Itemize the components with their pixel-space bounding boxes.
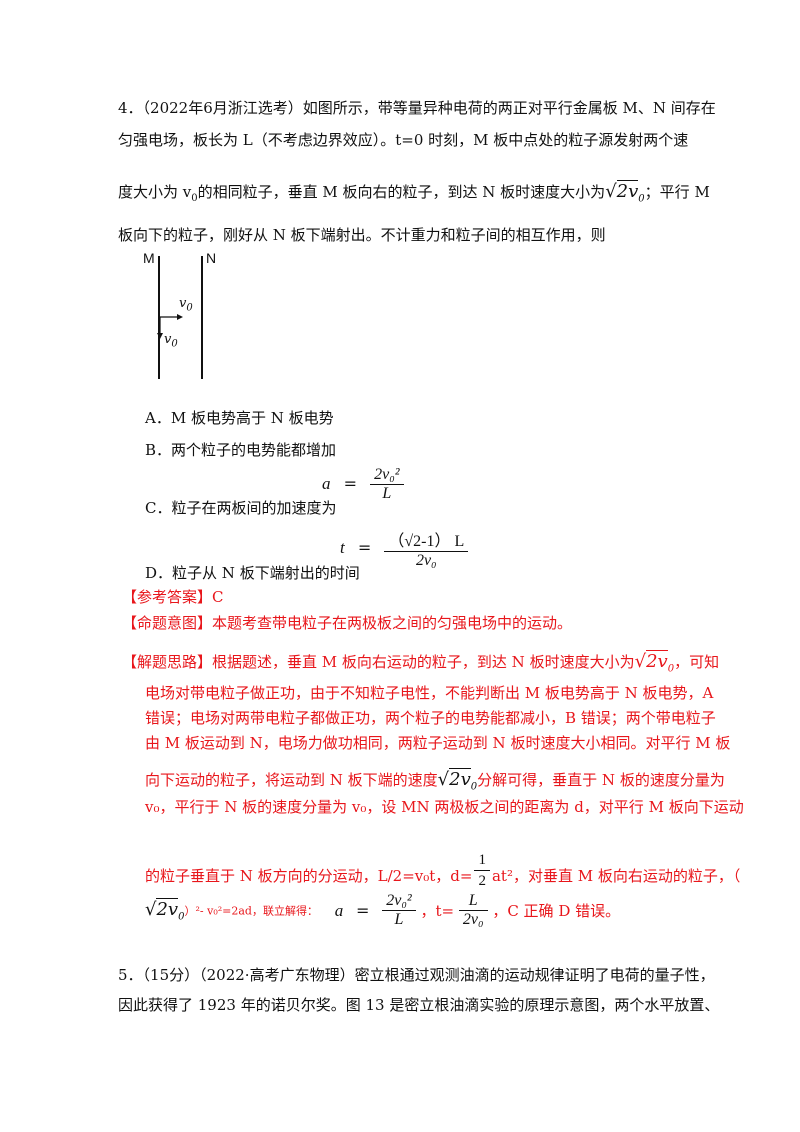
question-intent: 【命题意图】本题考查带电粒子在两极板之间的匀强电场中的运动。 [122, 614, 573, 632]
plate-m-label: M [143, 250, 155, 266]
option-c: C．粒子在两板间的加速度为 [145, 499, 337, 517]
plates-diagram: M N v0 v0 [140, 250, 230, 385]
solution-line-3: 错误；电场对两带电粒子都做正功，两个粒子的电势能都减小，B 错误；两个带电粒子 [145, 709, 716, 727]
sqrt2-v0-symbol: √2v0 [437, 768, 478, 793]
subscript: 0 [191, 193, 198, 204]
solution-line-2: 电场对带电粒子做正功，由于不知粒子电性，不能判断出 M 板电势高于 N 板电势，… [145, 684, 714, 702]
q5-stem-line-2: 因此获得了 1923 年的诺贝尔奖。图 13 是密立根油滴实验的原理示意图，两个… [118, 996, 720, 1014]
q4-stem-line-1: 4．（2022年6月浙江选考）如图所示，带等量异种电荷的两正对平行金属板 M、N… [118, 99, 716, 117]
arrow-down-head [157, 333, 163, 339]
solution-line-4: 由 M 板运动到 N，电场力做功相同，两粒子运动到 N 板时速度大小相同。对平行… [145, 734, 731, 752]
arrow-right-head [177, 314, 183, 320]
plates-svg [157, 256, 203, 379]
q4-stem-line-3: 度大小为 v0的相同粒子，垂直 M 板向右的粒子，到达 N 板时速度大小为√2v… [118, 180, 710, 210]
velocity-label-down: v0 [164, 332, 178, 350]
q4-stem-line-2: 匀强电场，板长为 L（不考虑边界效应）。t=0 时刻，M 板中点处的粒子源发射两… [118, 131, 689, 149]
solution-line-5: 向下运动的粒子，将运动到 N 板下端的速度√2v0分解可得，垂直于 N 板的速度… [145, 768, 725, 793]
text-segment: 度大小为 v [118, 183, 192, 201]
sqrt2-v0-symbol: √2v0 [634, 650, 675, 675]
solution-line-6: v₀，平行于 N 板的速度分量为 v₀，设 MN 两极板之间的距离为 d，对平行… [145, 798, 744, 816]
text-segment: ；平行 M [644, 183, 710, 201]
sqrt2-v0-symbol: √2v0 [145, 897, 185, 923]
q4-stem-line-4: 板向下的粒子，刚好从 N 板下端射出。不计重力和粒子间的相互作用，则 [118, 226, 606, 244]
solution-line-1: 【解题思路】根据题述，垂直 M 板向右运动的粒子，到达 N 板时速度大小为√2v… [122, 650, 720, 675]
text-segment: 的相同粒子，垂直 M 板向右的粒子，到达 N 板时速度大小为 [197, 183, 606, 201]
option-d: D．粒子从 N 板下端射出的时间 [145, 564, 360, 582]
sqrt2-v0-symbol: √2v0 [605, 180, 645, 205]
reference-answer: 【参考答案】C [122, 588, 224, 606]
plate-n-label: N [206, 250, 217, 266]
q5-stem-line-1: 5．（15分）（2022·高考广东物理）密立根通过观测油滴的运动规律证明了电荷的… [118, 966, 715, 984]
option-a: A．M 板电势高于 N 板电势 [145, 409, 334, 427]
velocity-label-right: v0 [179, 296, 193, 314]
option-b: B．两个粒子的电势能都增加 [145, 441, 337, 459]
